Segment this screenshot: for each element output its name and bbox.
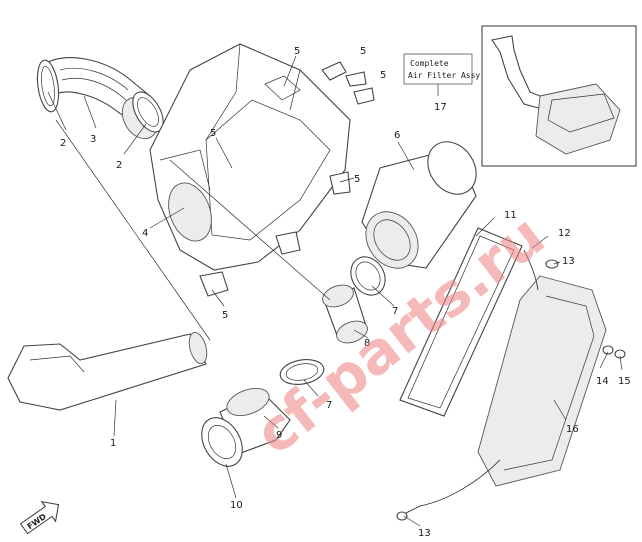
callout-15: 15 (618, 376, 631, 387)
hose-clamp-part-7-lower[interactable] (278, 356, 325, 387)
callout-5-right: 5 (354, 174, 360, 185)
gasket-part-11[interactable] (399, 227, 523, 417)
callout-5-clip-a: 5 (360, 46, 366, 57)
drain-tube-part-13[interactable] (396, 459, 501, 521)
hose-clamp-part-7-upper[interactable] (344, 251, 392, 302)
clip-part-5-e[interactable] (275, 231, 301, 255)
clip-part-5-f[interactable] (199, 271, 229, 297)
callout-5-top: 5 (294, 46, 300, 57)
callout-7-upper: 7 (392, 306, 398, 317)
clip-part-5-b[interactable] (345, 71, 367, 87)
hose-clamp-part-2-left[interactable] (34, 59, 61, 113)
clip-part-14[interactable] (602, 345, 614, 355)
callout-17: 17 (434, 102, 447, 113)
callout-2-left: 2 (60, 138, 66, 149)
callout-3: 3 (90, 134, 96, 145)
intake-duct-part-1[interactable] (7, 330, 210, 411)
callout-1: 1 (110, 438, 116, 449)
leader-lines (47, 55, 623, 527)
callout-13-upper: 13 (562, 256, 575, 267)
assembly-label-line2: Air Filter Assy (408, 71, 480, 80)
airbox-housing-part-4[interactable] (149, 43, 351, 271)
drain-tube-part-12[interactable] (523, 249, 539, 291)
callout-10: 10 (230, 500, 243, 511)
callout-labels: 2 3 2 4 5 5 5 5 5 5 6 7 7 8 9 10 11 12 1… (60, 46, 631, 539)
callout-11: 11 (504, 210, 517, 221)
tube-clip-part-13-upper[interactable] (545, 259, 559, 269)
callout-14: 14 (596, 376, 609, 387)
assembly-label-box: Complete Air Filter Assy (403, 53, 480, 96)
complete-assembly-inset (481, 25, 637, 167)
clip-part-5-d[interactable] (329, 171, 351, 195)
airbox-cover-part-16[interactable] (477, 275, 607, 487)
callout-12: 12 (558, 228, 571, 239)
hose-clamp-part-10[interactable] (193, 410, 250, 473)
coupler-part-8[interactable] (320, 281, 371, 347)
callout-6: 6 (394, 130, 400, 141)
callout-5-housing: 5 (210, 128, 216, 139)
hose-clamp-part-2-right[interactable] (127, 87, 170, 137)
callout-16: 16 (566, 424, 579, 435)
callout-13-lower: 13 (418, 528, 431, 539)
callout-8: 8 (364, 338, 370, 349)
callout-5-clip-b: 5 (380, 70, 386, 81)
clip-part-5-a[interactable] (321, 61, 347, 81)
filter-element-part-6[interactable] (355, 132, 486, 278)
callout-4: 4 (142, 228, 148, 239)
forward-direction-arrow: FWD (19, 500, 60, 535)
clip-part-5-c[interactable] (353, 87, 375, 105)
callout-7-lower: 7 (326, 400, 332, 411)
assembly-label-line1: Complete (410, 59, 449, 68)
callout-5-bottom: 5 (222, 310, 228, 321)
callout-9: 9 (276, 430, 282, 441)
callout-2-right: 2 (116, 160, 122, 171)
